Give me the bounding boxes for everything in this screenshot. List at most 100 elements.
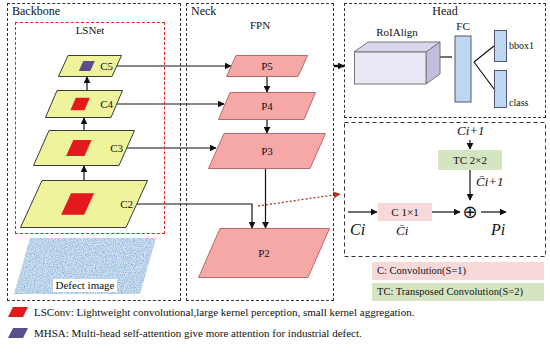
connector xyxy=(117,65,231,66)
map-outline xyxy=(219,93,316,120)
connector xyxy=(266,77,267,92)
legend-text: LSConv: Lightweight convolutional,large … xyxy=(34,306,414,319)
connector xyxy=(86,77,87,90)
node-label: P5 xyxy=(261,60,273,73)
legend-item: C: Convolution(S=1) xyxy=(372,262,544,280)
legend-item: TC: Transposed Convolution(S=2) xyxy=(372,283,544,301)
pyramid-map: P5 xyxy=(226,55,308,77)
connector xyxy=(117,103,224,104)
node-label: C5 xyxy=(100,60,113,73)
pyramid-map: P3 xyxy=(208,133,326,169)
output-block: bbox1 xyxy=(494,30,542,62)
map-outline xyxy=(227,56,308,77)
roi-block: RoIAlign xyxy=(354,26,440,88)
zoom-arrow xyxy=(258,194,340,206)
connector xyxy=(334,65,344,67)
legend-text: TC: Transposed Convolution(S=2) xyxy=(372,286,528,298)
node-label: C3 xyxy=(110,142,123,155)
formula-panel xyxy=(345,123,546,257)
box-front xyxy=(355,52,427,84)
formula-symbol-holder: C̄i xyxy=(396,224,408,239)
output-bar xyxy=(495,31,507,62)
group-title: Backbone xyxy=(12,5,176,19)
node-label: C 1×1 xyxy=(391,206,418,219)
feature-map: C4 xyxy=(45,90,123,118)
connector xyxy=(137,204,252,228)
connector xyxy=(469,170,470,200)
module-marker xyxy=(70,98,89,111)
node-label: P3 xyxy=(261,145,273,158)
node-label: bbox1 xyxy=(509,40,534,52)
legend-swatch xyxy=(8,307,28,317)
map-outline xyxy=(59,56,122,77)
formula-symbol: Ci+1 xyxy=(457,124,485,139)
formula-symbol: C̄i xyxy=(396,224,408,239)
legend-text: MHSA: Multi-head self-attention give mor… xyxy=(34,327,362,340)
module-marker xyxy=(61,193,94,215)
group-box: HeadRoIAlign FC bbox1 class xyxy=(344,3,546,118)
defect-image-picture xyxy=(14,238,156,294)
module-marker xyxy=(79,61,95,71)
group-title: Neck xyxy=(191,5,329,19)
node-label: Defect image xyxy=(53,279,118,292)
group-box: LSNetC5C4C3C2 xyxy=(15,22,165,234)
map-outline xyxy=(21,181,148,228)
op-box: C 1×1 xyxy=(378,203,432,221)
group-title: LSNet xyxy=(20,24,160,37)
input-arrow xyxy=(469,140,470,149)
op-box: TC 2×2 xyxy=(438,150,502,170)
legend-swatch xyxy=(8,328,28,338)
connector xyxy=(83,166,84,180)
connector xyxy=(266,120,267,133)
output-arrow xyxy=(481,211,506,212)
formula-symbol: Ci xyxy=(350,221,365,239)
node-shape xyxy=(452,20,474,104)
add-symbol: ⊕ xyxy=(460,200,480,224)
legend-text: C: Convolution(S=1) xyxy=(372,265,471,277)
connector xyxy=(83,118,84,130)
group-box: NeckFPN P5P4P3P2 xyxy=(186,3,334,301)
node-label: ⊕ xyxy=(462,203,477,221)
formula-symbol: Pi xyxy=(491,221,505,239)
node-label: class xyxy=(509,97,528,109)
box-top xyxy=(354,42,440,52)
connector xyxy=(440,56,452,57)
node-label: FC xyxy=(456,20,469,33)
node-label: P4 xyxy=(261,100,273,113)
node-label: P2 xyxy=(258,247,270,260)
module-marker xyxy=(66,140,92,156)
feature-map: C2 xyxy=(20,180,148,228)
map-outline xyxy=(34,131,135,166)
image-frame: Defect image xyxy=(14,238,156,294)
pyramid-map: P4 xyxy=(218,92,316,120)
feature-map: C3 xyxy=(33,130,135,166)
map-outline xyxy=(199,229,330,278)
group-title: FPN xyxy=(191,19,329,32)
connector xyxy=(474,62,494,89)
pyramid-map: P2 xyxy=(198,228,330,278)
fc-layer: FC xyxy=(452,20,474,104)
box-side xyxy=(426,42,440,84)
input-arrow xyxy=(348,211,377,212)
group-box: BackboneLSNetC5C4C3C2Defect image xyxy=(7,3,181,301)
connector xyxy=(265,169,266,228)
feature-map: C5 xyxy=(58,55,122,77)
group-title: Head xyxy=(349,5,541,19)
node-label: TC 2×2 xyxy=(453,154,487,167)
connector xyxy=(432,211,460,212)
legend-item: MHSA: Multi-head self-attention give mor… xyxy=(8,326,362,340)
output-bar xyxy=(495,71,507,108)
formula-symbol-holder: Pi xyxy=(491,221,505,239)
map-outline xyxy=(46,91,123,118)
node-label: C4 xyxy=(100,98,113,111)
legend-item: LSConv: Lightweight convolutional,large … xyxy=(8,305,414,319)
map-outline xyxy=(209,134,326,169)
formula-symbol-holder: Ci+1 xyxy=(457,124,485,139)
formula-symbol-holder: C̄i+1 xyxy=(476,175,504,190)
output-block: class xyxy=(494,70,542,108)
formula-symbol-holder: Ci xyxy=(350,221,365,239)
fc-bar xyxy=(455,36,471,102)
formula-symbol: C̄i+1 xyxy=(476,175,504,190)
node-label: RoIAlign xyxy=(376,26,418,39)
connector xyxy=(127,147,216,148)
